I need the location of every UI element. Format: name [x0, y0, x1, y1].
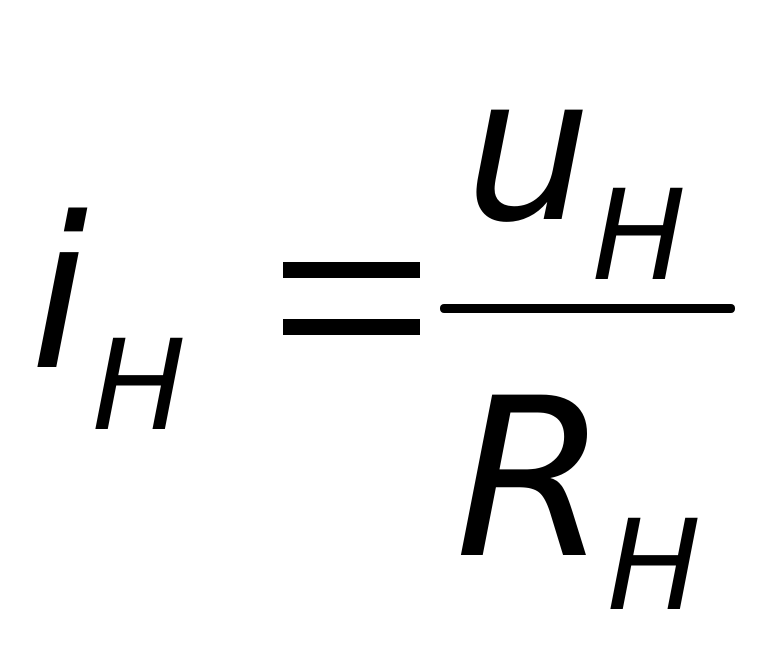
- denominator-symbol: R: [455, 351, 608, 607]
- numerator-subscript: H: [592, 164, 686, 309]
- denominator-subscript: H: [607, 494, 701, 639]
- lhs-subscript: H: [92, 314, 186, 459]
- numerator-symbol: u: [465, 34, 592, 267]
- lhs-symbol: i: [30, 172, 89, 417]
- fraction-bar: [440, 304, 735, 313]
